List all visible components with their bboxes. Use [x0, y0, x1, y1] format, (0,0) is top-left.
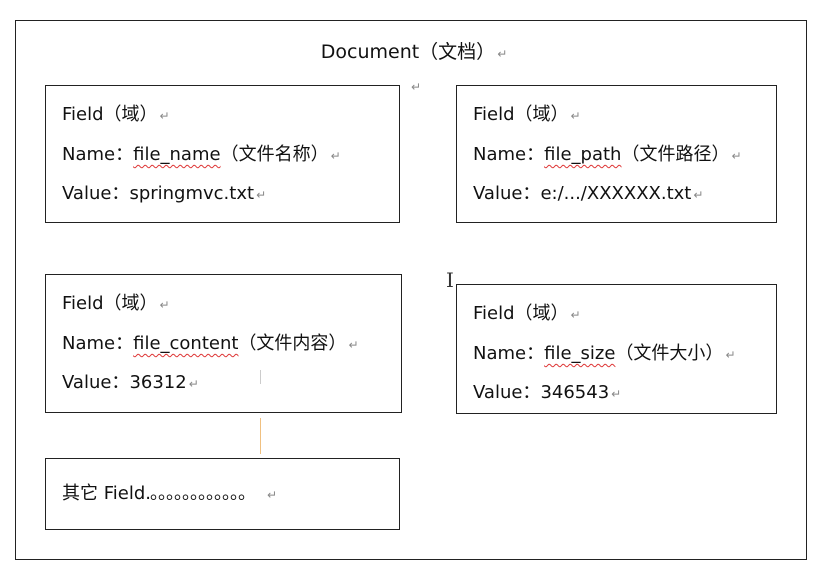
return-mark-icon: ↵ [267, 488, 278, 502]
return-mark-icon: ↵ [188, 377, 199, 391]
return-mark-icon: ↵ [693, 188, 704, 202]
return-mark-icon: ↵ [731, 149, 742, 163]
field-box-file-path[interactable]: Field（域）↵ Name：file_path（文件路径）↵ Value：e:… [456, 85, 777, 223]
field-heading: Field（域）↵ [473, 303, 581, 324]
field-value-value: 346543 [540, 382, 610, 403]
field-name-line: Name：file_path（文件路径）↵ [473, 144, 742, 165]
field-name-value: file_name [133, 144, 221, 165]
field-name-line: Name：file_size（文件大小）↵ [473, 343, 736, 364]
field-value-line: Value：36312↵ [62, 372, 199, 393]
return-mark-icon: ↵ [159, 109, 170, 123]
text-cursor-icon: I [446, 268, 454, 292]
return-mark-icon: ↵ [256, 188, 267, 202]
field-value-value: e:/.../XXXXXX.txt [540, 183, 692, 204]
document-frame [15, 20, 807, 560]
return-mark-icon: ↵ [159, 298, 170, 312]
field-name-value: file_path [544, 144, 622, 165]
field-heading: Field（域）↵ [62, 293, 170, 314]
return-mark-icon: ↵ [411, 80, 422, 94]
other-fields-line: 其它 Field.。。。。。。。。。。。。↵ [62, 483, 278, 504]
field-value-line: Value：springmvc.txt↵ [62, 183, 267, 204]
return-mark-icon: ↵ [330, 149, 341, 163]
document-title-text: Document（文档） [320, 41, 496, 63]
field-name-line: Name：file_content（文件内容）↵ [62, 333, 359, 354]
return-mark-icon: ↵ [497, 47, 508, 61]
field-heading: Field（域）↵ [473, 104, 581, 125]
field-value-value: springmvc.txt [129, 183, 255, 204]
return-mark-icon: ↵ [570, 308, 581, 322]
return-mark-icon: ↵ [725, 348, 736, 362]
field-value-value: 36312 [129, 372, 187, 393]
field-value-line: Value：346543↵ [473, 382, 622, 403]
field-name-value: file_content [133, 333, 239, 354]
document-title: Document（文档）↵ [0, 37, 820, 64]
field-box-file-content[interactable]: Field（域）↵ Name：file_content（文件内容）↵ Value… [45, 274, 402, 413]
field-box-file-size[interactable]: Field（域）↵ Name：file_size（文件大小）↵ Value：34… [456, 284, 777, 414]
field-value-line: Value：e:/.../XXXXXX.txt↵ [473, 183, 704, 204]
layout-guide [260, 370, 261, 384]
return-mark-icon: ↵ [348, 338, 359, 352]
field-heading: Field（域）↵ [62, 104, 170, 125]
field-name-line: Name：file_name（文件名称）↵ [62, 144, 341, 165]
field-name-value: file_size [544, 343, 616, 364]
layout-guide [260, 418, 261, 454]
field-box-file-name[interactable]: Field（域）↵ Name：file_name（文件名称）↵ Value：sp… [45, 85, 400, 223]
return-mark-icon: ↵ [611, 387, 622, 401]
return-mark-icon: ↵ [570, 109, 581, 123]
other-fields-box[interactable]: 其它 Field.。。。。。。。。。。。。↵ [45, 458, 400, 530]
